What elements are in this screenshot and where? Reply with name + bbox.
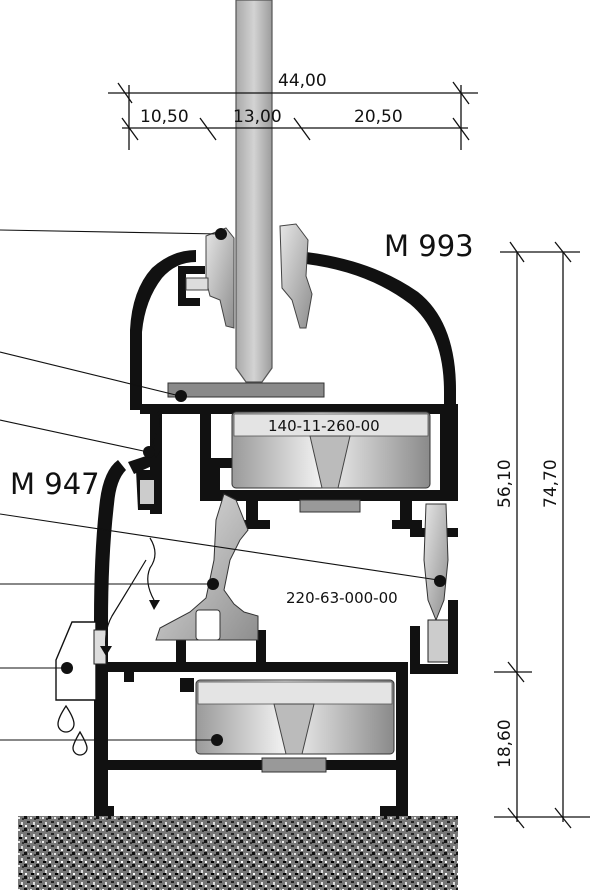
water-drops [57, 704, 88, 756]
dim-right-width: 20,50 [354, 107, 403, 127]
glazing-gaskets [185, 223, 313, 329]
dim-height-sash: 56,10 [495, 459, 515, 508]
setting-block [167, 382, 325, 398]
weep-flap [55, 621, 107, 701]
frame-profile-label: M 947 [10, 467, 100, 501]
lower-insert [195, 679, 395, 773]
water-path-arrows [105, 411, 162, 651]
top-dimensions [108, 81, 478, 150]
central-gasket [155, 493, 259, 641]
dim-total-width: 44,00 [278, 71, 327, 91]
upper-insert-code: 140-11-260-00 [268, 417, 380, 435]
gasket-code: 220-63-000-00 [286, 589, 398, 607]
sash-profile-label: M 993 [384, 229, 474, 263]
dim-middle-width: 13,00 [233, 107, 282, 127]
leader-dots [61, 228, 446, 746]
leader-lines [0, 229, 439, 741]
dim-left-width: 10,50 [140, 107, 189, 127]
dim-height-frame: 18,60 [495, 719, 515, 768]
right-seal [410, 503, 458, 674]
right-dimensions [494, 241, 590, 829]
dim-height-total: 74,70 [541, 459, 561, 508]
glass-pane [235, 0, 273, 383]
granite-sill [18, 816, 458, 890]
upper-insert [231, 411, 431, 513]
